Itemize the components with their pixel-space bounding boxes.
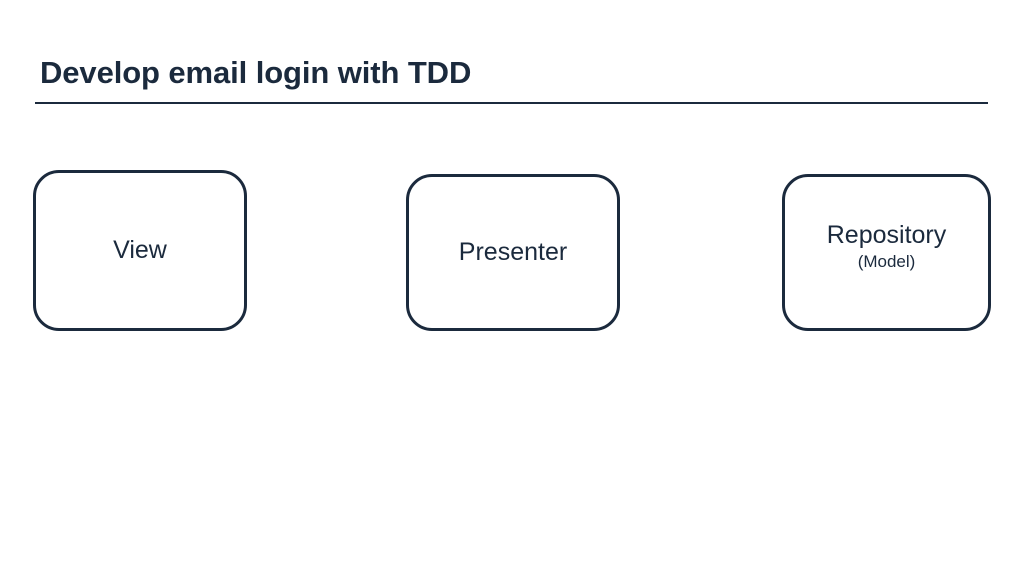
node-label-repository: Repository bbox=[826, 221, 947, 249]
node-sublabel-repository: (Model) bbox=[857, 251, 916, 271]
page-title: Develop email login with TDD bbox=[40, 54, 472, 90]
diagram-node-repository: Repository (Model) bbox=[782, 174, 991, 331]
node-label-presenter: Presenter bbox=[458, 238, 568, 267]
title-divider bbox=[35, 102, 988, 104]
node-label-view: View bbox=[113, 236, 167, 265]
diagram-node-presenter: Presenter bbox=[406, 174, 620, 331]
diagram-node-view: View bbox=[33, 170, 247, 331]
